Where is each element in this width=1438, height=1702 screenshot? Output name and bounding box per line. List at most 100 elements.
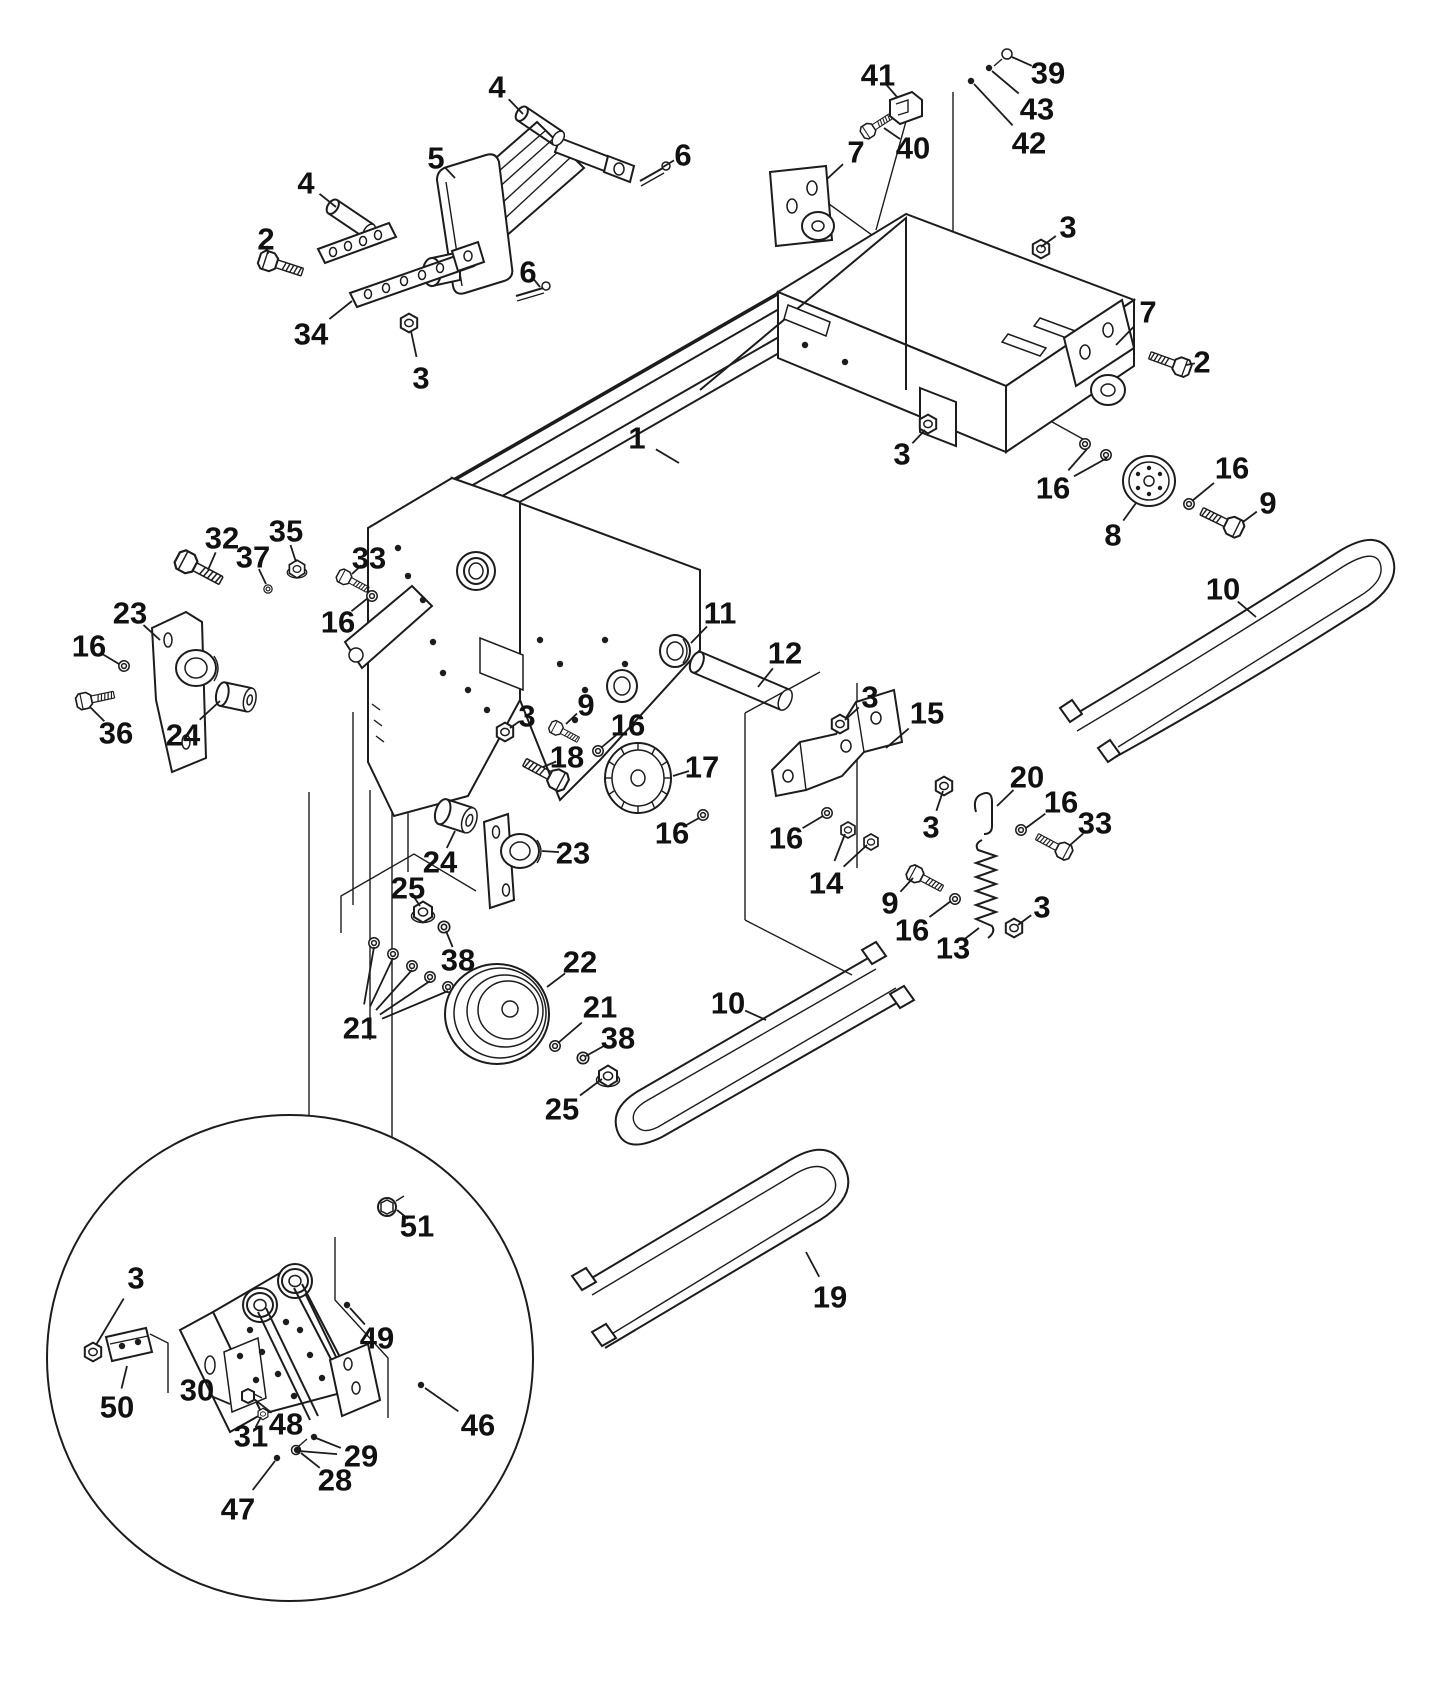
leader-line (1115, 326, 1135, 346)
bolt-33b (1032, 828, 1076, 863)
part-number-label: 37 (236, 540, 270, 575)
part-number-label: 47 (221, 1492, 255, 1527)
part-number-label: 21 (343, 1011, 377, 1046)
part-number-label: 3 (412, 361, 429, 396)
bolt-36 (74, 685, 117, 712)
washer-42 (967, 77, 975, 85)
leader-line (443, 166, 456, 179)
leader-line (557, 1021, 583, 1044)
part-number-label: 9 (1259, 486, 1276, 521)
part-number-label: 2 (257, 222, 274, 257)
leader-line (363, 946, 375, 1005)
part-number-label: 20 (1010, 760, 1044, 795)
part-number-label: 16 (895, 913, 929, 948)
leader-line (662, 159, 675, 168)
leader-line (142, 624, 161, 641)
leader-line (350, 597, 369, 612)
leader-line (935, 790, 944, 812)
belt-19 (570, 1148, 850, 1349)
leader-line (655, 448, 680, 464)
frame-housing (699, 212, 1137, 454)
leader-line (253, 1398, 273, 1414)
spring-20 (973, 792, 993, 835)
part-number-label: 7 (847, 135, 864, 170)
spring-group (903, 792, 1076, 939)
part-number-label: 2 (1193, 345, 1210, 380)
part-number-label: 43 (1020, 92, 1054, 127)
part-number-label: 6 (519, 255, 536, 290)
part-number-label: 14 (809, 866, 844, 901)
part-number-label: 7 (1139, 295, 1156, 330)
leader-line (844, 706, 860, 721)
part-number-label: 22 (563, 945, 597, 980)
screw-39 (993, 48, 1013, 67)
pulley-22 (444, 963, 550, 1065)
leader-line (757, 667, 774, 688)
leader-line (410, 330, 418, 358)
pulley-17 (604, 742, 672, 814)
part-number-label: 40 (896, 131, 930, 166)
leader-line (928, 900, 952, 918)
leader-line (683, 817, 700, 828)
part-number-label: 9 (881, 886, 898, 921)
part-number-label: 16 (611, 708, 645, 743)
washer-38b (576, 1051, 590, 1065)
leader-line (289, 544, 297, 563)
leader-line (266, 245, 269, 255)
washer-16d (697, 809, 709, 821)
part-number-label: 3 (922, 810, 939, 845)
leader-line (542, 760, 557, 768)
nut-14a (840, 821, 856, 839)
part-number-label: 16 (655, 816, 689, 851)
part-number-label: 25 (545, 1092, 579, 1127)
part-number-label: 41 (861, 58, 895, 93)
part-number-label: 50 (100, 1390, 134, 1425)
nut-35 (286, 559, 308, 579)
leader-line (251, 1460, 276, 1491)
part-number-label: 13 (936, 931, 970, 966)
part-number-label: 38 (601, 1021, 635, 1056)
leader-line (1237, 600, 1257, 618)
spacer-24b (433, 798, 478, 834)
part-number-label: 38 (441, 943, 475, 978)
washer-16f (949, 893, 961, 905)
leader-line (1017, 914, 1032, 926)
leader-line (120, 1365, 128, 1389)
part-number-label: 24 (423, 845, 458, 880)
leader-line (207, 552, 217, 571)
leader-line (509, 720, 520, 729)
part-number-label: 29 (344, 1439, 378, 1474)
part-number-label: 46 (461, 1408, 495, 1443)
part-number-label: 3 (1059, 210, 1076, 245)
part-number-label: 34 (294, 317, 329, 352)
part-number-label: 49 (360, 1321, 394, 1356)
part-number-label: 51 (400, 1209, 434, 1244)
leader-line (254, 1416, 262, 1428)
leader-line (258, 568, 267, 585)
leader-line (541, 850, 560, 853)
belt-10-right (1058, 538, 1396, 764)
part-number-label: 12 (768, 636, 802, 671)
leader-line (565, 712, 578, 725)
leader-line (842, 844, 868, 868)
rivet-49 (343, 1301, 351, 1309)
leader-line (102, 653, 120, 665)
leader-line (973, 83, 1014, 127)
washer-16a (366, 590, 378, 602)
part-number-label: 3 (518, 699, 535, 734)
leader-line (445, 930, 454, 948)
bolt-2b (1145, 345, 1195, 380)
part-number-label: 35 (269, 514, 303, 549)
leader-line (672, 770, 690, 777)
leader-line (826, 163, 844, 180)
leader-line (1191, 482, 1215, 502)
washer-43 (985, 64, 993, 72)
detail-inset (46, 1114, 534, 1602)
leader-line (532, 278, 541, 288)
part-number-label: 31 (234, 1419, 268, 1454)
part-number-label: 4 (297, 166, 315, 201)
bolt-51 (377, 1195, 405, 1217)
leader-line (1122, 502, 1137, 522)
leader-line (805, 1251, 820, 1278)
